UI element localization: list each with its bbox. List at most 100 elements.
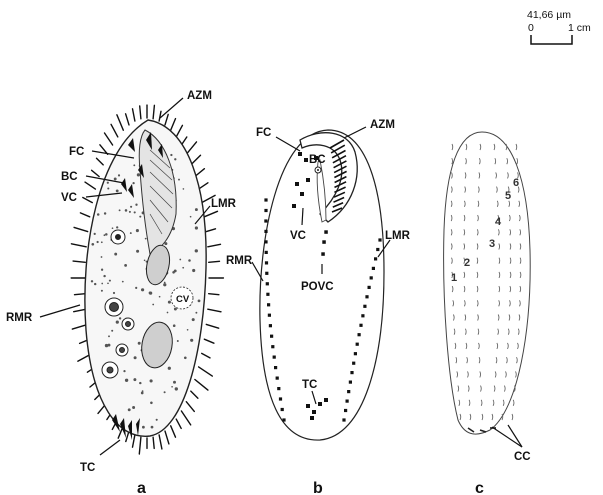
cirrus-dot: [281, 408, 284, 411]
cilium: [117, 115, 123, 130]
cirrus-dot: [347, 390, 350, 393]
cilium: [181, 411, 190, 425]
panel-b-label-azm: AZM: [370, 119, 395, 131]
cilium: [171, 426, 176, 437]
cilium: [71, 244, 86, 247]
cirrus-dot: [354, 352, 357, 355]
cirrus-dot: [359, 324, 362, 327]
kinety-bristle: [513, 400, 514, 406]
stipple-dot: [124, 264, 127, 267]
cirrus-dot: [322, 240, 326, 244]
cirrus-dot: [295, 182, 299, 186]
stipple-dot: [109, 280, 111, 282]
cirrus-dot: [282, 418, 285, 421]
panel-a-drawing: CV AZM FC BC VC LMR RMR TC: [6, 90, 237, 495]
stipple-dot: [195, 249, 198, 252]
cirrus-dot: [274, 366, 277, 369]
stipple-dot: [139, 382, 141, 384]
cilium: [186, 402, 194, 412]
stipple-dot: [172, 271, 175, 274]
stipple-dot: [182, 267, 184, 269]
stipple-dot: [132, 182, 134, 184]
kinety-bristle: [517, 158, 518, 164]
stipple-dot: [94, 283, 96, 285]
panel-b-label-povc: POVC: [301, 281, 334, 293]
stipple-dot: [133, 378, 136, 381]
stipple-dot: [111, 330, 113, 332]
cirrus-dot: [321, 252, 325, 256]
panel-c-label-cc: CC: [514, 451, 531, 463]
stipple-dot: [116, 189, 119, 192]
cilium: [75, 294, 86, 295]
cirrus-dot: [344, 409, 347, 412]
stipple-dot: [118, 174, 120, 176]
panel-c-row-number-4: 4: [495, 216, 502, 228]
cirrus-dot: [277, 387, 280, 390]
cilium: [165, 431, 169, 444]
stipple-dot: [114, 253, 117, 256]
stipple-dot: [192, 318, 195, 321]
stipple-dot: [94, 233, 96, 235]
cirrus-dot: [265, 261, 268, 264]
stipple-dot: [174, 158, 176, 160]
stipple-dot: [114, 177, 117, 180]
cirrus-dot: [350, 371, 353, 374]
cilium: [204, 339, 214, 343]
stipple-dot: [113, 292, 115, 294]
stipple-dot: [101, 290, 103, 292]
cirrus-dot: [349, 381, 352, 384]
cirrus-dot: [276, 377, 279, 380]
stipple-dot: [132, 406, 135, 409]
stipple-dot: [107, 282, 109, 284]
stipple-dot: [175, 387, 178, 390]
stipple-dot: [104, 212, 106, 214]
stipple-dot: [164, 391, 166, 393]
stipple-dot: [195, 312, 197, 314]
cilium: [199, 183, 208, 189]
stipple-dot: [122, 281, 124, 283]
stipple-dot: [190, 339, 193, 342]
cilium: [153, 437, 154, 448]
cirrus-dot: [324, 230, 328, 234]
cirrus-dot: [363, 305, 366, 308]
stipple-dot: [170, 154, 172, 156]
scale-bar-line: [531, 35, 572, 44]
cirrus-dot: [264, 219, 267, 222]
cirrus-dot: [279, 397, 282, 400]
cirrus-dot: [264, 198, 267, 201]
cilium: [140, 106, 141, 119]
scale-cm-label: 1 cm: [568, 22, 591, 34]
stipple-dot: [142, 426, 145, 429]
stipple-dot: [119, 209, 121, 211]
cilium: [159, 435, 162, 449]
stipple-dot: [125, 379, 128, 382]
stipple-dot: [145, 238, 147, 240]
stipple-dot: [138, 342, 141, 345]
panel-b-label-vc: VC: [290, 230, 306, 242]
cilium: [139, 437, 141, 454]
stipple-dot: [195, 208, 198, 211]
cilium: [176, 125, 182, 136]
panel-c-letter: c: [475, 480, 484, 495]
cirrus-dot: [266, 293, 269, 296]
cirrus-dot: [374, 257, 377, 260]
panel-c-drawing: 1 2 3 4 5 6 CC c: [444, 132, 531, 495]
stipple-dot: [174, 308, 177, 311]
stipple-dot: [188, 259, 191, 262]
stipple-dot: [190, 216, 192, 218]
cirrus-dot: [298, 152, 302, 156]
cirrus-dot: [271, 345, 274, 348]
stipple-dot: [128, 408, 131, 411]
cilium: [153, 105, 154, 119]
stipple-dot: [107, 182, 109, 184]
cilium: [186, 142, 196, 154]
cilium: [176, 419, 181, 428]
panel-a-label-vc: VC: [61, 192, 77, 204]
stipple-dot: [179, 259, 181, 261]
cirrus-dot: [264, 230, 267, 233]
cilium: [208, 244, 221, 247]
panel-a-label-cv: CV: [176, 294, 190, 305]
cilium: [83, 198, 93, 203]
panel-b-label-lmr: LMR: [385, 230, 411, 242]
